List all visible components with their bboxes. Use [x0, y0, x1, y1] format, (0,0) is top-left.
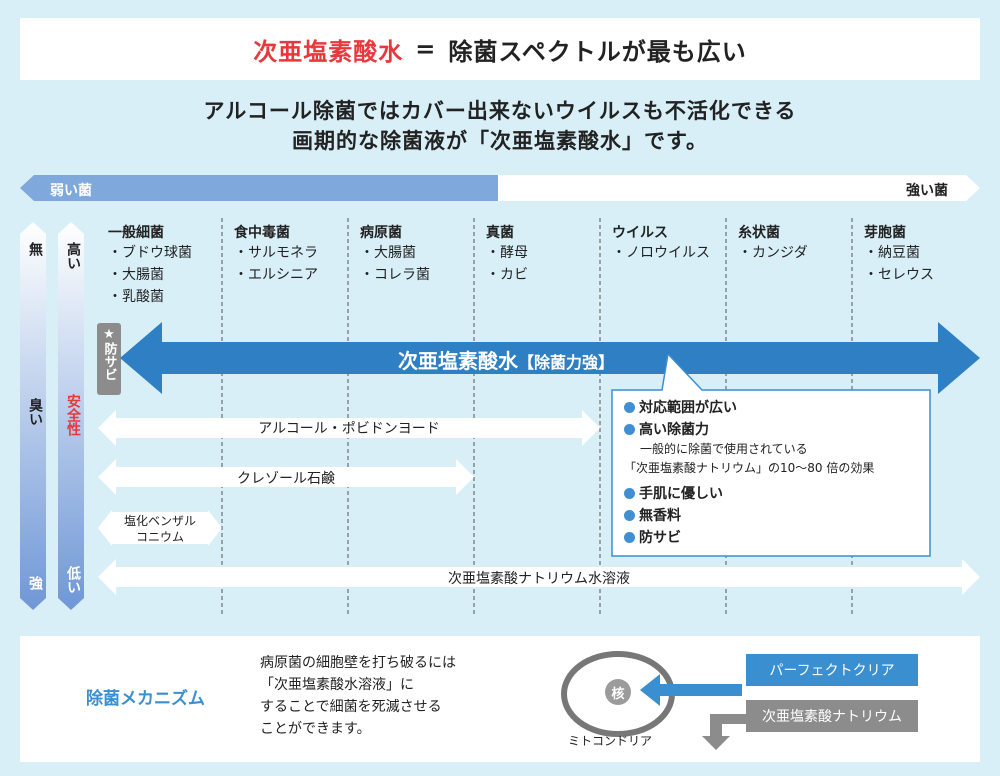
nucleus-label: 核: [611, 687, 625, 702]
feature-item: 手肌に優しい: [624, 482, 924, 504]
category-item: ・コレラ菌: [360, 267, 430, 283]
main-arrow-name: 次亜塩素酸水: [398, 349, 518, 373]
category-title: ウイルス: [612, 225, 668, 241]
category-item: ・酵母: [486, 245, 528, 261]
title-equals: =: [415, 35, 437, 63]
category-spore: 芽胞菌 ・納豆菌 ・セレウス: [864, 222, 934, 286]
subtitle-line1: アルコール除菌ではカバー出来ないウイルスも不活化できる: [203, 99, 797, 123]
mechanism-line: ことができます。: [260, 721, 371, 737]
feature-list: 対応範囲が広い 高い除菌力 一般的に除菌で使用されている 「次亜塩素酸ナトリウム…: [624, 396, 924, 548]
alcohol-arrow-label: アルコール・ポビドンヨード: [258, 421, 440, 437]
mechanism-line: することで細菌を死滅させる: [260, 699, 442, 715]
rust-badge: ★防サビ: [97, 323, 121, 395]
category-item: ・大腸菌: [108, 267, 164, 283]
title-highlight: 次亜塩素酸水: [253, 37, 404, 66]
subtitle: アルコール除菌ではカバー出来ないウイルスも不活化できる 画期的な除菌液が「次亜塩…: [0, 96, 1000, 156]
mechanism-description: 病原菌の細胞壁を打ち破るには 「次亜塩素酸水溶液」に することで細菌を死滅させる…: [260, 652, 456, 740]
vertical-axes: [20, 222, 84, 610]
category-item: ・セレウス: [864, 267, 934, 283]
benzalkonium-line1: 塩化ベンザル: [123, 514, 196, 528]
rust-badge-label: ★防サビ: [101, 327, 117, 381]
feature-item: 無香料: [624, 504, 924, 526]
feature-note-1: 一般的に除菌で使用されている: [640, 442, 808, 456]
mitochondria-label: ミトコンドリア: [568, 734, 653, 748]
safety-middle-label: 安全性: [65, 394, 81, 436]
main-arrow: [120, 322, 980, 394]
mechanism-line: 病原菌の細胞壁を打ち破るには: [260, 655, 456, 671]
odor-top-label: 無: [27, 242, 43, 256]
mechanism-title: 除菌メカニズム: [86, 689, 205, 709]
feature-item: 防サビ: [624, 526, 924, 548]
category-title: 食中毒菌: [234, 225, 290, 241]
category-item: ・エルシニア: [234, 267, 318, 283]
subtitle-line2: 画期的な除菌液が「次亜塩素酸水」です。: [292, 129, 708, 153]
category-fungi: 真菌 ・酵母 ・カビ: [486, 222, 528, 286]
feature-item: 対応範囲が広い: [624, 396, 924, 418]
cresol-arrow-label: クレゾール石鹸: [237, 471, 335, 487]
main-arrow-label: 次亜塩素酸水【除菌力強】: [398, 345, 614, 374]
benzalkonium-line2: コニウム: [135, 530, 184, 544]
category-item: ・乳酸菌: [108, 289, 164, 305]
category-item: ・カビ: [486, 267, 528, 283]
category-item: ・ブドウ球菌: [108, 245, 192, 261]
mechanism-line: 「次亜塩素酸水溶液」に: [260, 677, 414, 693]
category-filamentous: 糸状菌 ・カンジダ: [738, 222, 808, 264]
mechanism-box: 除菌メカニズム 病原菌の細胞壁を打ち破るには 「次亜塩素酸水溶液」に することで…: [20, 636, 980, 762]
benzalkonium-arrow-label: 塩化ベンザル コニウム: [112, 513, 208, 545]
strong-scale-bar: [498, 175, 980, 201]
feature-note-2: 「次亜塩素酸ナトリウム」の10〜80 倍の効果: [624, 461, 875, 475]
category-item: ・ノロウイルス: [612, 245, 710, 261]
nucleus-icon: [605, 679, 631, 705]
odor-middle-label: 臭い: [27, 398, 43, 426]
feature-item: 高い除菌力: [624, 418, 924, 440]
main-arrow-tag: 【除菌力強】: [518, 353, 615, 372]
bullet-dot-icon: [624, 531, 635, 543]
weak-label: 弱い菌: [50, 183, 92, 199]
category-title: 真菌: [486, 225, 514, 241]
safety-arrow: [58, 222, 84, 610]
benzalkonium-arrow: [98, 510, 222, 546]
bullet-dot-icon: [624, 423, 635, 435]
title-rest: 除菌スペクトルが最も広い: [448, 37, 747, 66]
strong-label: 強い菌: [906, 183, 948, 199]
category-general: 一般細菌 ・ブドウ球菌 ・大腸菌 ・乳酸菌: [108, 222, 192, 308]
odor-bottom-label: 強: [27, 576, 43, 590]
category-virus: ウイルス ・ノロウイルス: [612, 222, 710, 264]
category-title: 糸状菌: [738, 225, 780, 241]
perfect-clear-label: パーフェクトクリア: [746, 654, 918, 686]
odor-arrow: [20, 222, 46, 610]
category-item: ・大腸菌: [360, 245, 416, 261]
bullet-dot-icon: [624, 401, 635, 413]
feature-callout-shape: [611, 354, 931, 557]
category-item: ・カンジダ: [738, 245, 808, 261]
category-item: ・サルモネラ: [234, 245, 318, 261]
page-title: 次亜塩素酸水 = 除菌スペクトルが最も広い: [20, 18, 980, 80]
safety-bottom-label: 低い: [65, 566, 81, 594]
category-title: 病原菌: [360, 225, 402, 241]
category-food-poisoning: 食中毒菌 ・サルモネラ ・エルシニア: [234, 222, 318, 286]
title-box: 次亜塩素酸水 = 除菌スペクトルが最も広い: [20, 18, 980, 80]
sodium-hypochlorite-label: 次亜塩素酸ナトリウム: [746, 700, 918, 732]
safety-top-label: 高い: [65, 242, 81, 270]
category-title: 芽胞菌: [864, 225, 906, 241]
alcohol-arrow: [98, 410, 600, 446]
sodium-hypochlorite-arrow: [98, 559, 980, 595]
category-pathogen: 病原菌 ・大腸菌 ・コレラ菌: [360, 222, 430, 286]
bullet-dot-icon: [624, 487, 635, 499]
weak-scale-bar: [20, 175, 498, 201]
category-title: 一般細菌: [108, 225, 164, 241]
bullet-dot-icon: [624, 509, 635, 521]
perfect-clear-arrow-icon: [640, 674, 742, 706]
agent-arrows: [98, 410, 980, 595]
strength-scale: [20, 175, 980, 201]
category-item: ・納豆菌: [864, 245, 920, 261]
cresol-arrow: [98, 459, 474, 495]
sodium-arrow-label: 次亜塩素酸ナトリウム水溶液: [448, 571, 630, 587]
